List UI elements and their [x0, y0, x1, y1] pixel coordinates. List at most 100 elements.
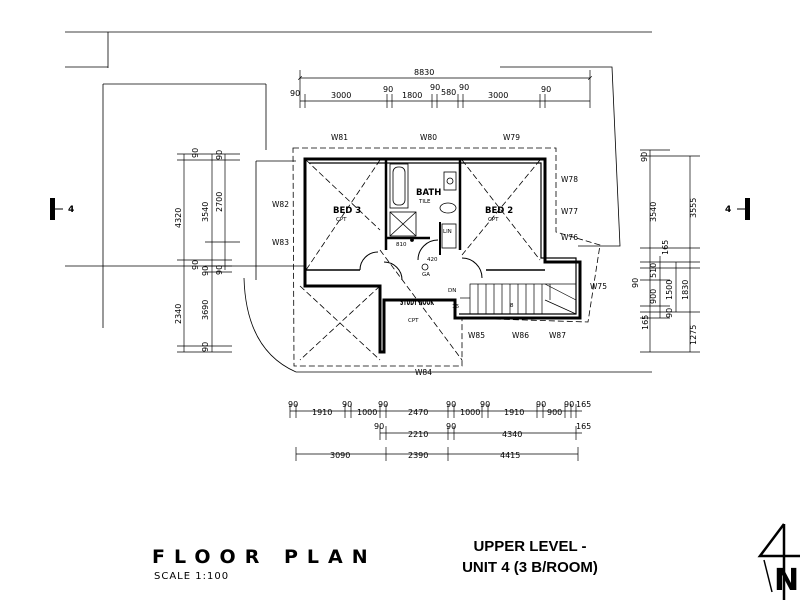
level-line-1: UPPER LEVEL - — [473, 538, 587, 555]
north-arrow-icon: N — [757, 523, 800, 600]
staircase — [460, 283, 577, 315]
stair-down-label: DN — [448, 288, 456, 294]
window-label: W85 — [468, 331, 485, 340]
window-labels: W81 W80 W79 W78 W77 W76 W75 W82 W83 W84 … — [272, 133, 607, 377]
dimension-label: 90 — [564, 400, 574, 409]
dimension-label: 2340 — [174, 304, 183, 324]
dimension-texts-top: 8830 90 3000 90 1800 90 580 90 3000 90 — [290, 68, 551, 100]
window-label: W81 — [331, 133, 348, 142]
room-finish: CPT — [408, 318, 419, 324]
dimension-label: 1910 — [504, 408, 524, 417]
dimension-label: 580 — [441, 88, 456, 97]
window-label: W79 — [503, 133, 520, 142]
dimension-label: 90 — [446, 400, 456, 409]
dimension-label: 1000 — [357, 408, 377, 417]
dimension-label: 2470 — [408, 408, 428, 417]
dimension-label: 165 — [641, 315, 650, 330]
window-label: W84 — [415, 368, 432, 377]
dimension-label: 1800 — [402, 91, 422, 100]
svg-text:4: 4 — [68, 205, 74, 215]
dimension-label: 165 — [661, 240, 670, 255]
dimension-label: 1000 — [460, 408, 480, 417]
room-finish: TILE — [418, 199, 431, 205]
dimension-label: 1275 — [689, 325, 698, 345]
window-label: W76 — [561, 233, 578, 242]
level-caption: UPPER LEVEL - UNIT 4 (3 B/ROOM) — [440, 536, 620, 578]
window-label: W78 — [561, 175, 578, 184]
dimension-label: 90 — [374, 422, 384, 431]
window-label: W80 — [420, 133, 437, 142]
dimension-label: 90 — [290, 89, 300, 98]
dimension-label: 2700 — [215, 192, 224, 212]
dimension-texts-left: 90 90 4320 3540 2700 90 90 90 3690 2340 … — [174, 148, 224, 352]
dimension-label: 90 — [536, 400, 546, 409]
dimension-label: 3540 — [201, 202, 210, 222]
window-label: W82 — [272, 200, 289, 209]
dimension-label: 2210 — [408, 430, 428, 439]
dimension-texts-right: 90 3540 3555 165 90 510 900 1500 1830 90… — [631, 152, 698, 345]
drawing-title: FLOOR PLAN — [152, 546, 377, 568]
dimension-label: 1830 — [681, 280, 690, 300]
dimension-label: 900 — [649, 289, 658, 304]
dimension-label: 1500 — [665, 280, 674, 300]
dimension-label: 4320 — [174, 208, 183, 228]
dimension-label: 900 — [547, 408, 562, 417]
dimension-label: 90 — [631, 278, 640, 288]
dimension-label: 90 — [383, 85, 393, 94]
svg-text:4: 4 — [725, 205, 731, 215]
stair-label: 16 — [452, 304, 459, 310]
room-finish: CPT — [488, 217, 499, 223]
room-name: BED 3 — [333, 206, 361, 216]
drawing-scale: SCALE 1:100 — [154, 571, 230, 582]
section-marker-right: 4 — [725, 198, 750, 220]
dimension-label: 3540 — [649, 202, 658, 222]
dimension-label: 90 — [541, 85, 551, 94]
dimension-label: 90 — [191, 148, 200, 158]
north-label: N — [774, 563, 799, 598]
dimension-label: 90 — [446, 422, 456, 431]
window-label: W75 — [590, 282, 607, 291]
dimension-label: 420 — [427, 257, 438, 263]
dimension-label: 165 — [576, 400, 591, 409]
dimension-label: 8830 — [414, 68, 434, 77]
dimension-label: 90 — [459, 83, 469, 92]
dimension-label: 90 — [201, 342, 210, 352]
dimension-label: 90 — [665, 308, 674, 318]
dimension-label: 3090 — [330, 451, 350, 460]
dimension-label: 165 — [576, 422, 591, 431]
dimension-label: 90 — [640, 152, 649, 162]
building-walls — [303, 157, 582, 354]
dimension-label: 90 — [288, 400, 298, 409]
dimension-label: 90 — [191, 260, 200, 270]
section-marker-left: 4 — [50, 198, 74, 220]
bath-fixtures — [389, 163, 457, 271]
dimension-label: 90 — [480, 400, 490, 409]
room-name: STUDY NOOK — [400, 298, 434, 308]
linen-label: LIN — [443, 229, 452, 235]
dimension-label: 90 — [201, 266, 210, 276]
dimension-label: 1910 — [312, 408, 332, 417]
dimension-label: 90 — [342, 400, 352, 409]
roof-outline — [292, 147, 601, 367]
dimension-lines — [177, 70, 700, 461]
dimension-label: 2390 — [408, 451, 428, 460]
dimension-label: 3000 — [488, 91, 508, 100]
level-line-2: UNIT 4 (3 B/ROOM) — [462, 559, 598, 576]
room-name: BATH — [416, 188, 441, 198]
dimension-label: 90 — [430, 83, 440, 92]
dimension-label: 3000 — [331, 91, 351, 100]
dimension-label: 510 — [649, 263, 658, 278]
site-boundary-lines — [65, 31, 652, 373]
dimension-label: 90 — [378, 400, 388, 409]
room-name: BED 2 — [485, 206, 513, 216]
stair-label: 8 — [510, 303, 514, 309]
dimension-label: 3555 — [689, 198, 698, 218]
dimension-label: 4415 — [500, 451, 520, 460]
window-label: W86 — [512, 331, 529, 340]
window-label: W87 — [549, 331, 566, 340]
window-label: W77 — [561, 207, 578, 216]
dimension-label: 90 — [215, 265, 224, 275]
dimension-label: 4340 — [502, 430, 522, 439]
room-finish: CPT — [336, 217, 347, 223]
